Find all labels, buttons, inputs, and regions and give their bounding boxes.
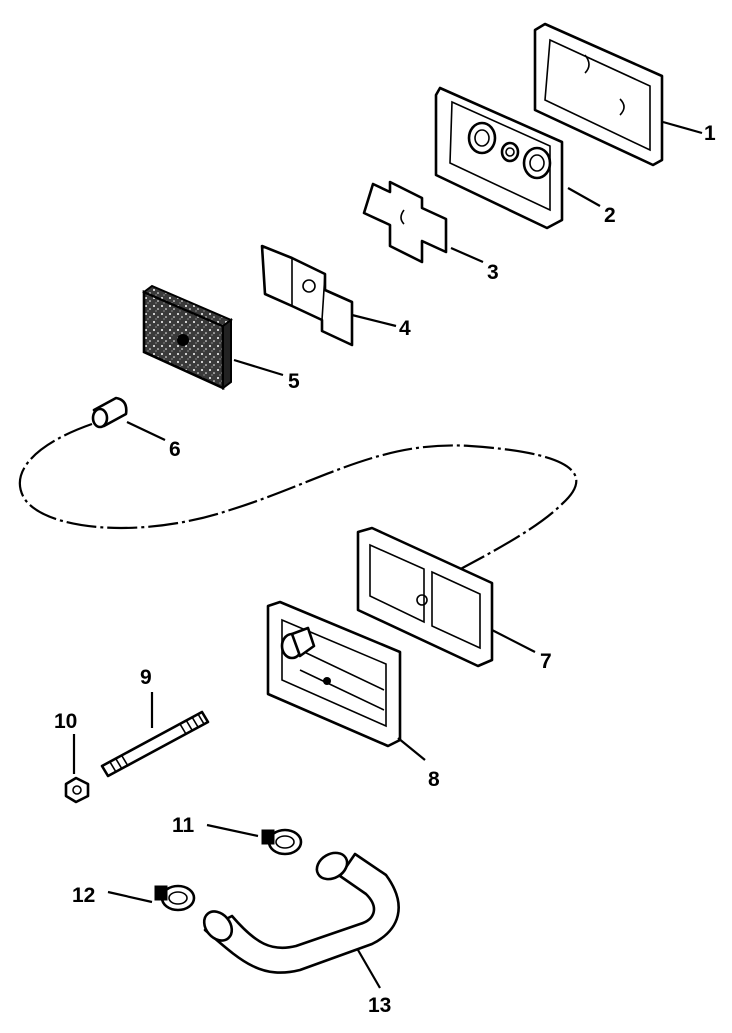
part-13-u-tube[interactable] xyxy=(199,848,400,974)
part-12-hose-clamp[interactable] xyxy=(154,884,196,912)
leader-12 xyxy=(107,890,153,904)
part-2-plate[interactable] xyxy=(434,86,564,230)
part-4-bracket[interactable] xyxy=(260,244,354,347)
callout-9: 9 xyxy=(140,666,152,689)
callout-8: 8 xyxy=(428,768,440,791)
part-5-foam-block[interactable] xyxy=(142,284,233,391)
leader-8 xyxy=(397,737,426,761)
callout-2: 2 xyxy=(604,204,616,227)
callout-11: 11 xyxy=(172,814,195,837)
leader-13 xyxy=(357,949,381,989)
callout-13: 13 xyxy=(368,994,391,1017)
callout-12: 12 xyxy=(72,884,95,907)
callout-7: 7 xyxy=(540,650,552,673)
leader-3 xyxy=(450,246,484,264)
leader-11 xyxy=(206,823,259,838)
part-10-nut[interactable] xyxy=(64,776,90,804)
callout-4: 4 xyxy=(399,317,411,340)
callout-10: 10 xyxy=(54,710,77,733)
callout-5: 5 xyxy=(288,370,300,393)
part-7-divided-gasket[interactable] xyxy=(356,526,494,668)
callout-3: 3 xyxy=(487,261,499,284)
leader-5 xyxy=(233,358,284,377)
part-6-hose[interactable] xyxy=(18,396,578,573)
part-3-cross-gasket[interactable] xyxy=(362,180,448,264)
callout-1: 1 xyxy=(704,122,716,145)
leader-6 xyxy=(126,421,166,441)
part-11-hose-clamp[interactable] xyxy=(261,828,303,856)
part-8-base-plate[interactable] xyxy=(266,600,402,748)
callout-6: 6 xyxy=(169,438,181,461)
part-1-gasket[interactable] xyxy=(533,22,664,167)
leader-2 xyxy=(567,187,601,207)
leader-4 xyxy=(351,313,397,328)
leader-1 xyxy=(662,120,703,135)
leader-7 xyxy=(491,629,536,653)
part-9-stud[interactable] xyxy=(100,710,210,778)
